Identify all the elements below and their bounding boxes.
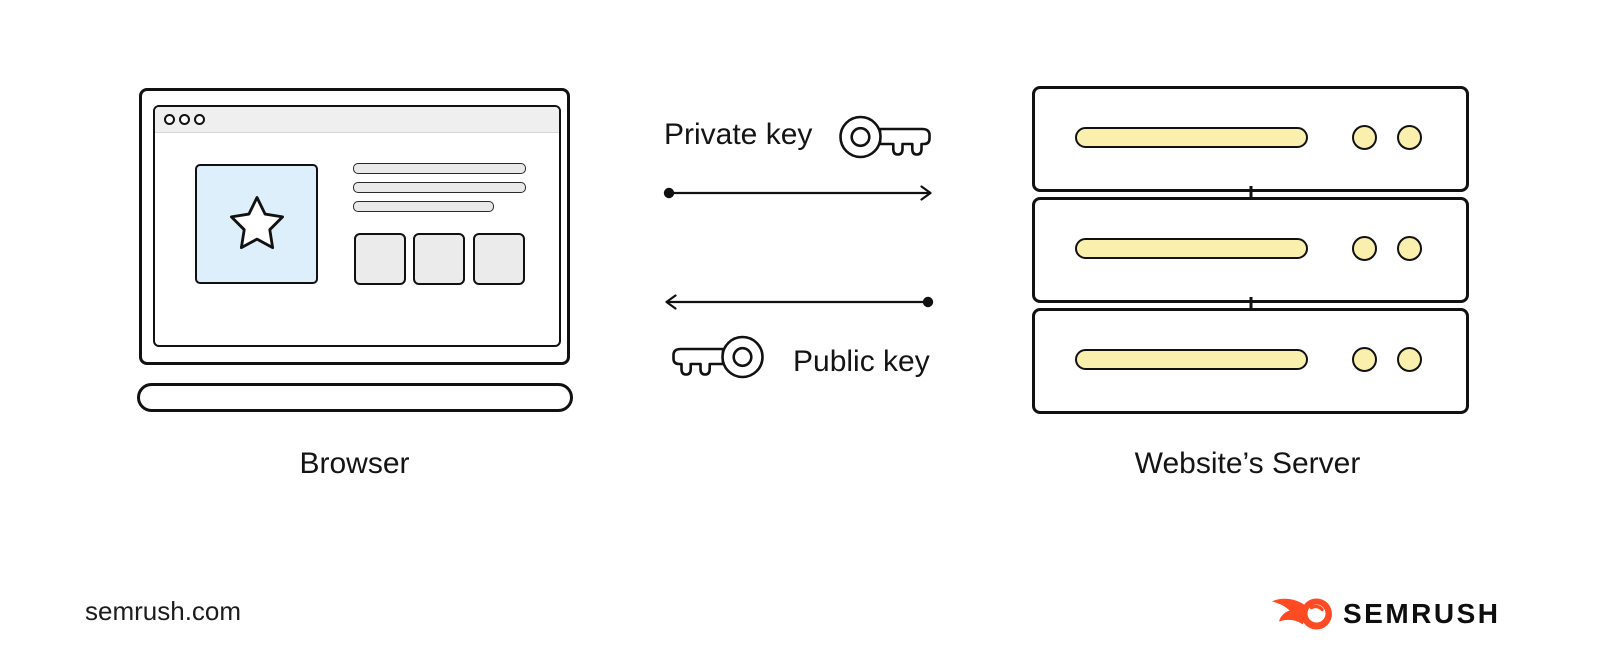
card-placeholder — [473, 233, 525, 285]
browser-label: Browser — [299, 447, 410, 480]
public-key-icon — [672, 335, 764, 379]
text-line-placeholder — [353, 163, 526, 174]
card-placeholder — [354, 233, 406, 285]
browser-titlebar — [155, 107, 559, 133]
server-unit — [1032, 308, 1469, 414]
server-led-icon — [1352, 125, 1377, 150]
server-drive-bar — [1075, 349, 1308, 370]
watermark-url: semrush.com — [85, 596, 242, 626]
semrush-flame-icon — [1272, 598, 1332, 630]
server-led-icon — [1352, 236, 1377, 261]
semrush-logo: SEMRUSH — [1270, 596, 1501, 632]
server-drive-bar — [1075, 127, 1308, 148]
public-key-label: Public key — [793, 345, 930, 378]
server-stack — [1032, 86, 1469, 414]
server-drive-bar — [1075, 238, 1308, 259]
window-button-icon — [179, 114, 190, 125]
private-key-label: Private key — [664, 118, 813, 151]
card-placeholder — [413, 233, 465, 285]
laptop-screen — [139, 88, 570, 365]
server-led-icon — [1397, 236, 1422, 261]
server-led-icon — [1397, 347, 1422, 372]
arrow-browser-to-server — [663, 185, 932, 201]
star-icon — [229, 196, 284, 250]
semrush-wordmark: SEMRUSH — [1343, 598, 1501, 629]
text-line-placeholder — [353, 182, 526, 193]
server-unit — [1032, 86, 1469, 192]
arrow-server-to-browser — [665, 294, 934, 310]
server-label: Website’s Server — [1134, 447, 1361, 480]
image-placeholder — [195, 164, 318, 284]
server-led-icon — [1352, 347, 1377, 372]
private-key-icon — [839, 115, 931, 159]
server-unit — [1032, 197, 1469, 303]
text-line-placeholder — [353, 201, 494, 212]
laptop-base — [137, 383, 573, 412]
browser-window — [153, 105, 561, 347]
window-button-icon — [164, 114, 175, 125]
server-led-icon — [1397, 125, 1422, 150]
window-button-icon — [194, 114, 205, 125]
